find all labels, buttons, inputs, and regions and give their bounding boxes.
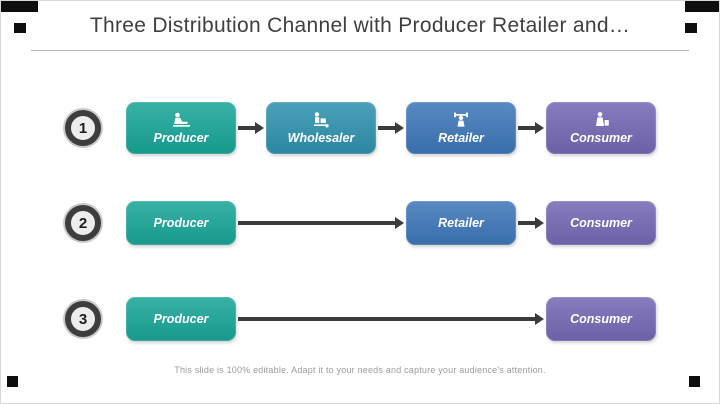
channel-number: 3 [78,310,88,328]
editable-note: This slide is 100% editable. Adapt it to… [174,365,546,375]
corner-mark-top-left-square [14,23,26,33]
channel-number: 2 [78,214,88,232]
channel-number: 1 [78,119,88,137]
channel-1-consumer-box: Consumer [546,102,656,154]
arrow-retailer-to-consumer [518,121,544,135]
box-label: Wholesaler [287,130,355,145]
corner-mark-top-left-bar [1,1,38,12]
channel-2-consumer-box: Consumer [546,201,656,245]
box-label: Producer [153,130,209,145]
channel-1-wholesaler-box: Wholesaler [266,102,376,154]
box-label: Producer [153,312,209,326]
arrow-producer-to-consumer [238,312,544,326]
box-label: Consumer [570,312,632,326]
wholesaler-handtruck-icon [311,111,331,128]
channel-3-consumer-box: Consumer [546,297,656,341]
channel-2-producer-box: Producer [126,201,236,245]
channel-1-producer-box: Producer [126,102,236,154]
channel-1-retailer-box: Retailer [406,102,516,154]
channel-2-retailer-box: Retailer [406,201,516,245]
channel-3-number-badge: 3 [65,301,101,337]
box-label: Consumer [570,216,632,230]
box-label: Consumer [570,130,632,145]
channel-2-number-badge: 2 [65,205,101,241]
box-label: Retailer [438,130,484,145]
corner-mark-top-right-square [685,23,697,33]
corner-mark-bottom-right-square [689,376,700,387]
arrow-producer-to-wholesaler [238,121,264,135]
slide-title: Three Distribution Channel with Producer… [89,14,631,37]
box-label: Retailer [438,216,484,230]
corner-mark-top-right-bar [685,1,719,12]
channel-3-producer-box: Producer [126,297,236,341]
box-label: Producer [153,216,209,230]
retailer-lifter-icon [451,112,471,128]
channel-1-number-badge: 1 [65,110,101,146]
arrow-wholesaler-to-retailer [378,121,404,135]
producer-worker-icon [171,112,192,128]
title-divider [31,50,689,51]
consumer-person-icon [591,111,611,128]
arrow-retailer-to-consumer [518,216,544,230]
corner-mark-bottom-left-square [7,376,18,387]
arrow-producer-to-retailer [238,216,404,230]
